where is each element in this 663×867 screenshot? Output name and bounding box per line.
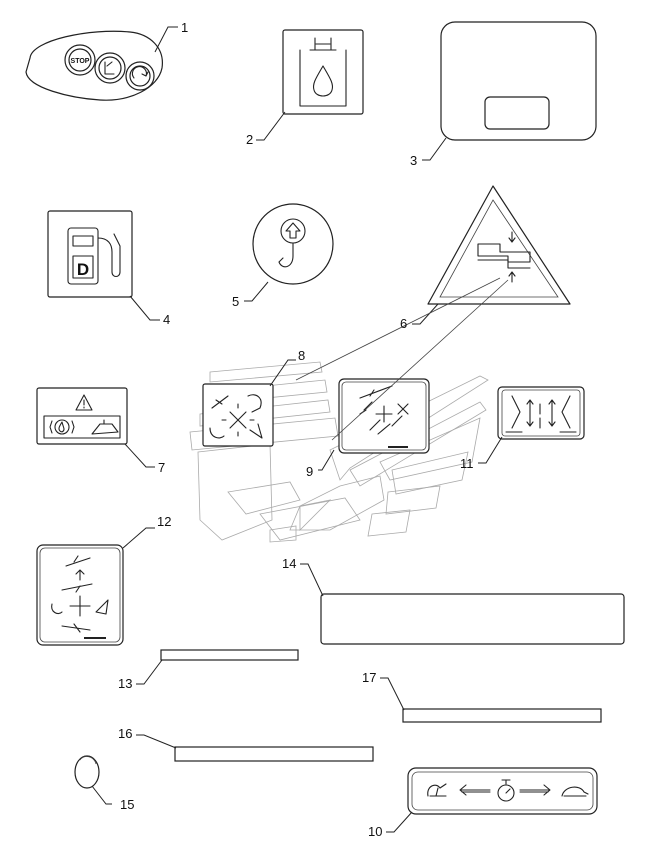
callout-5: 5 [232, 294, 239, 309]
throttle-icon [497, 784, 515, 802]
callout-labels: 1 2 3 4 5 6 7 8 9 10 11 12 13 14 15 16 1… [118, 20, 474, 839]
decal-16-thin-strip [174, 746, 374, 762]
fuel-pump-icon [67, 227, 99, 285]
decal-5-lifting-hook [252, 203, 334, 285]
decal-10-speed-plate [407, 767, 598, 815]
callout-7: 7 [158, 460, 165, 475]
callout-1: 1 [181, 20, 188, 35]
rabbit-icon [427, 783, 447, 797]
up-arrow-icon [285, 222, 301, 239]
decal-6-warning-triangle [427, 185, 571, 305]
callout-13: 13 [118, 676, 132, 691]
turtle-icon [561, 786, 589, 797]
callout-11: 11 [460, 456, 474, 471]
decal-7-warning-labels [36, 387, 128, 445]
decal-3-blank-plate [440, 21, 597, 141]
warning-icon [75, 394, 93, 411]
callout-15: 15 [120, 797, 134, 812]
callout-3: 3 [410, 153, 417, 168]
glow-plug-icon [104, 61, 115, 75]
decal-9-control-pattern [338, 378, 430, 454]
machine-icon [91, 419, 119, 435]
decal-15-round-cap [74, 755, 100, 789]
callout-10: 10 [368, 824, 382, 839]
callout-6: 6 [400, 316, 407, 331]
decal-8-control-pattern [202, 383, 274, 447]
callout-2: 2 [246, 132, 253, 147]
callout-12: 12 [157, 514, 171, 529]
oil-drop-icon [312, 65, 334, 97]
decal-14-wide-strip [320, 593, 625, 645]
decal-2-hydraulic-oil [282, 29, 364, 115]
stop-button-label: STOP [71, 58, 90, 65]
decal-4-diesel-fuel: D [47, 210, 133, 298]
hook-icon [278, 242, 294, 268]
decal-11-arrow-plate [497, 386, 585, 440]
decal-17-thin-strip [402, 708, 602, 723]
decal-1-control-pad: STOP [25, 30, 163, 101]
callout-16: 16 [118, 726, 132, 741]
decal-13-thin-strip [160, 649, 299, 661]
callout-14: 14 [282, 556, 296, 571]
start-rotate-icon [131, 66, 149, 79]
callout-4: 4 [163, 312, 170, 327]
diesel-letter: D [77, 260, 89, 279]
callout-8: 8 [298, 348, 305, 363]
decal-12-control-pattern [36, 544, 124, 646]
leader-lines [91, 26, 509, 833]
callout-9: 9 [306, 464, 313, 479]
callout-17: 17 [362, 670, 376, 685]
